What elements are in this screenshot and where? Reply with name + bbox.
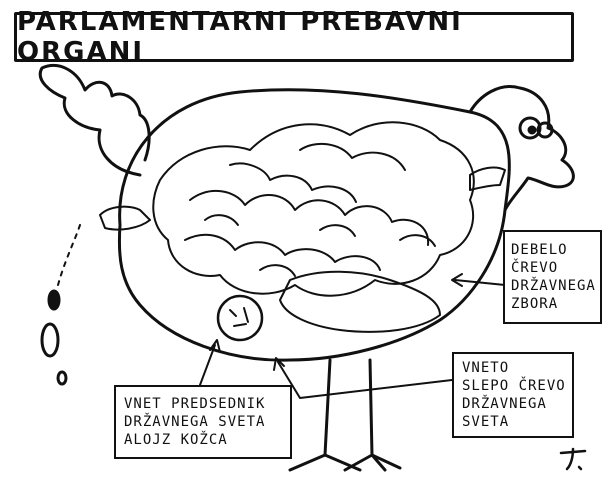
label-line: ZBORA: [511, 296, 559, 312]
label-line: SLEPO ČREVO: [462, 378, 566, 394]
label-line: ALOJZ KOŽCA: [124, 432, 228, 448]
label-line: DRŽAVNEGA: [511, 278, 596, 294]
title-banner: PARLAMENTARNI PREBAVNI ORGANI: [14, 7, 574, 67]
label-line: ČREVO: [511, 260, 559, 276]
label-line: VNET PREDSEDNIK: [124, 396, 266, 412]
page-title: PARLAMENTARNI PREBAVNI ORGANI: [17, 7, 463, 67]
label-line: DEBELO: [511, 242, 568, 258]
appendix-blob: [216, 294, 264, 342]
label-debelo-crevo: DEBELO ČREVO DRŽAVNEGA ZBORA: [503, 230, 602, 324]
chicken-legs: [288, 358, 402, 472]
label-line: DRŽAVNEGA: [462, 396, 547, 412]
label-vnet-predsednik: VNET PREDSEDNIK DRŽAVNEGA SVETA ALOJZ KO…: [114, 385, 292, 459]
chicken-eye: [518, 116, 542, 140]
chicken-body: [117, 88, 511, 362]
artist-signature: [559, 447, 587, 471]
chicken-tail: [38, 64, 151, 177]
label-slepo-crevo: VNETO SLEPO ČREVO DRŽAVNEGA SVETA: [452, 352, 574, 438]
label-line: VNETO: [462, 360, 510, 376]
chicken-head: [468, 85, 575, 212]
label-line: DRŽAVNEGA SVETA: [124, 414, 266, 430]
label-line: SVETA: [462, 414, 510, 430]
